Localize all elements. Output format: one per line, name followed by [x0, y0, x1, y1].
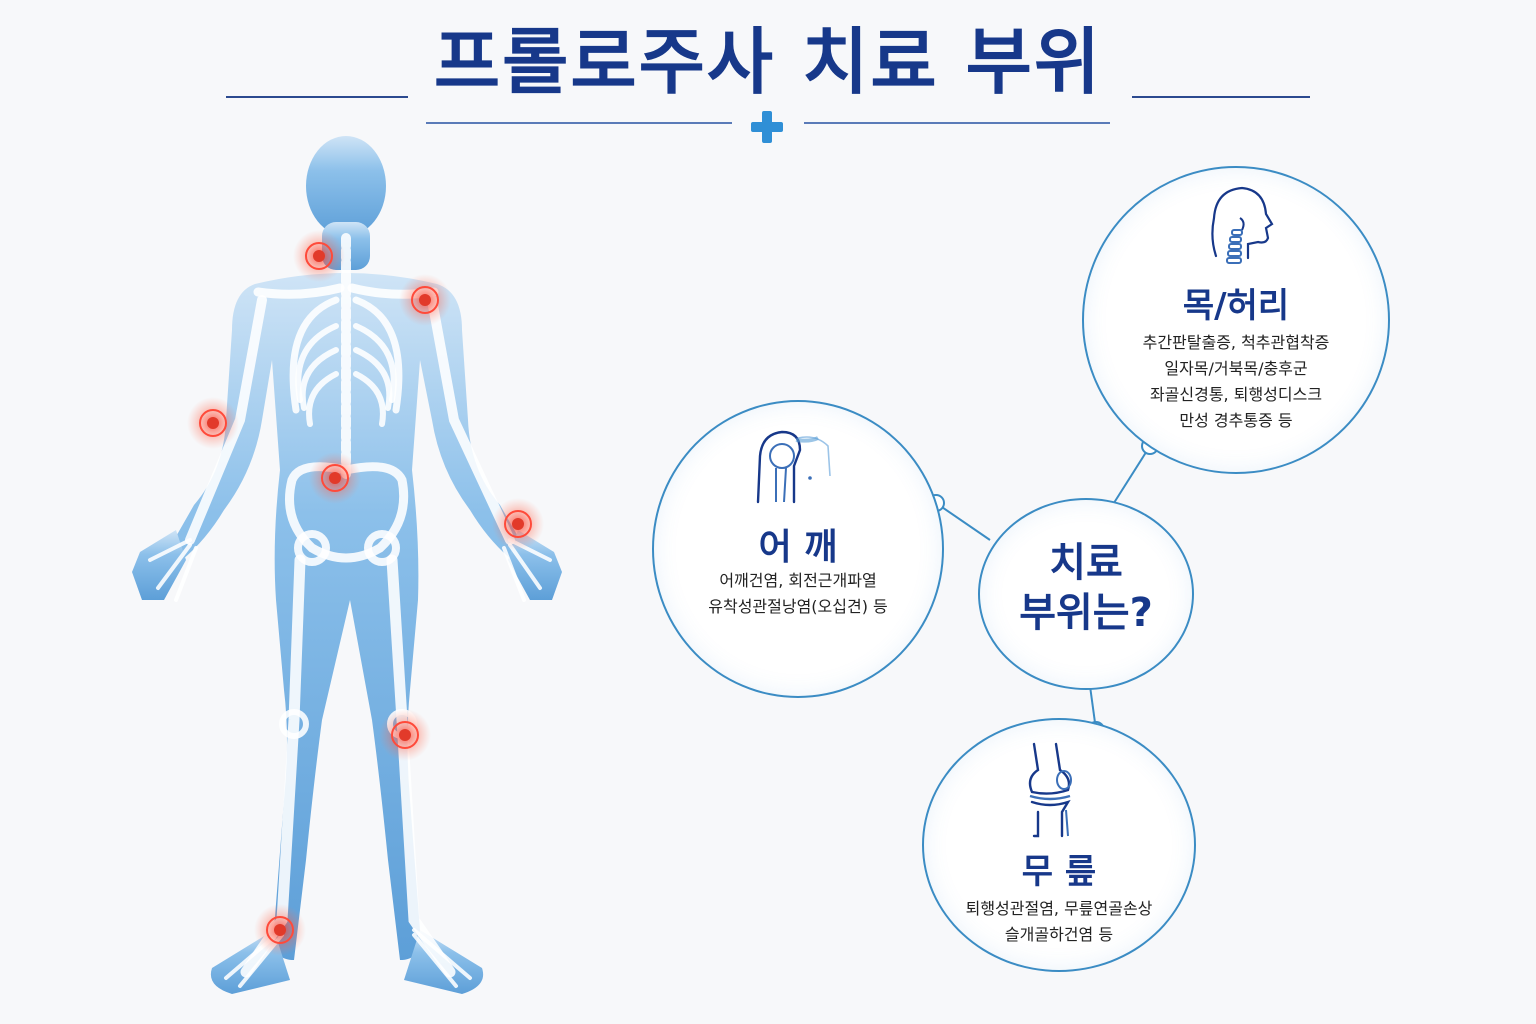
subtitle-rule-left [426, 122, 732, 124]
desc-line: 추간판탈출증, 척추관협착증 [1142, 333, 1330, 352]
neck-spine-icon [1211, 186, 1274, 264]
region-desc-shoulder: 어깨건염, 회전근개파열 유착성관절낭염(오십견) 등 [654, 568, 942, 620]
page-title: 프롤로주사 치료 부위 [433, 20, 1103, 104]
skeleton [148, 233, 552, 988]
pain-marker-shoulder [399, 274, 451, 326]
desc-line: 좌골신경통, 퇴행성디스크 [1149, 385, 1323, 404]
desc-line: 어깨건염, 회전근개파열 [719, 571, 877, 590]
plus-icon [751, 111, 783, 143]
region-circle-neck-back: 목/허리 추간판탈출증, 척추관협착증 일자목/거북목/충후군 좌골신경통, 퇴… [1082, 166, 1390, 474]
human-body-illustration [132, 136, 562, 994]
region-desc-knee: 퇴행성관절염, 무릎연골손상 슬개골하건염 등 [924, 896, 1194, 948]
region-circle-shoulder: 어 깨 어깨건염, 회전근개파열 유착성관절낭염(오십견) 등 [652, 400, 944, 698]
shoulder-joint-icon [756, 430, 831, 504]
pain-marker-ankle [254, 904, 306, 956]
pain-markers [187, 230, 544, 956]
pain-marker-wrist [492, 498, 544, 550]
region-heading-neck-back: 목/허리 [1182, 286, 1290, 326]
center-circle: 치료 부위는? [978, 498, 1194, 690]
region-heading-knee: 무 릎 [1021, 852, 1097, 892]
desc-line: 만성 경추통증 등 [1179, 411, 1293, 430]
center-question-line1: 치료 [1049, 540, 1123, 586]
region-heading-shoulder: 어 깨 [758, 527, 838, 568]
subtitle-rule-right [804, 122, 1110, 124]
center-question: 치료 부위는? [980, 538, 1192, 638]
desc-line: 유착성관절낭염(오십견) 등 [708, 597, 888, 616]
title-rule-right [1132, 96, 1310, 98]
desc-line: 일자목/거북목/충후군 [1164, 359, 1308, 378]
pain-marker-lower-back [309, 452, 361, 504]
center-question-line2: 부위는? [1019, 590, 1153, 636]
pain-marker-elbow [187, 397, 239, 449]
title-rule-left [226, 96, 408, 98]
pain-marker-knee [379, 709, 431, 761]
knee-joint-icon [1028, 742, 1072, 838]
region-circle-knee: 무 릎 퇴행성관절염, 무릎연골손상 슬개골하건염 등 [922, 718, 1196, 972]
pain-marker-neck [293, 230, 345, 282]
desc-line: 슬개골하건염 등 [1004, 925, 1114, 944]
desc-line: 퇴행성관절염, 무릎연골손상 [965, 899, 1153, 918]
region-desc-neck-back: 추간판탈출증, 척추관협착증 일자목/거북목/충후군 좌골신경통, 퇴행성디스크… [1084, 330, 1388, 434]
